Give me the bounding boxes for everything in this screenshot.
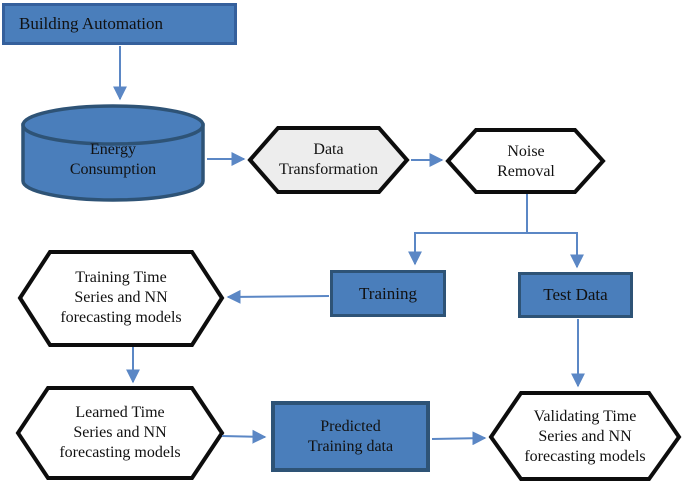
building-automation-node: Building Automation [2,3,237,45]
building-automation-label: Building Automation [19,14,164,34]
edge-training-to-trainingmodels [226,289,330,304]
training-node: Training [330,270,446,317]
test-data-node: Test Data [518,272,633,318]
learned-models-hexagon [15,386,225,480]
predicted-training-label: Predicted Training data [307,417,394,455]
diagram-edges [113,46,585,446]
predicted-training-node: Predicted Training data [271,401,430,472]
training-label: Training [359,283,417,303]
energy-consumption-cylinder [21,104,205,202]
edge-learned-to-predicted [221,429,267,444]
training-models-hexagon [17,250,225,347]
validating-models-hexagon [488,391,682,481]
noise-removal-hexagon [445,128,606,194]
test-data-label: Test Data [543,285,608,305]
data-transformation-hexagon [247,126,410,194]
edge-predicted-to-validating [431,431,487,446]
